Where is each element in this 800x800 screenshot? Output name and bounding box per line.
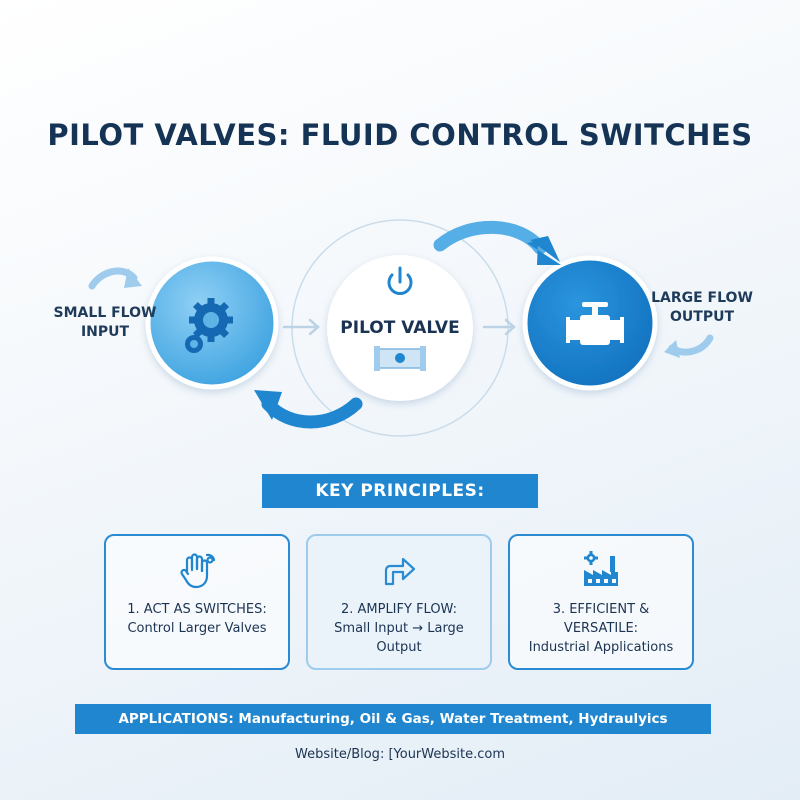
input-label-line1: SMALL FLOW <box>53 305 157 321</box>
principle-card-3-title: 3. EFFICIENT & VERSATILE: <box>552 602 650 636</box>
principle-card-1: 1. ACT AS SWITCHES: Control Larger Valve… <box>104 534 290 670</box>
applications-banner: APPLICATIONS: Manufacturing, Oil & Gas, … <box>75 704 711 734</box>
principle-card-2-desc-cont: Output <box>376 640 422 655</box>
principle-card-2: 2. AMPLIFY FLOW: Small Input → Large Out… <box>306 534 492 670</box>
valve-icon <box>566 302 624 345</box>
input-label-line2: INPUT <box>80 324 130 340</box>
factory-icon <box>584 551 618 586</box>
input-node <box>145 256 279 390</box>
principle-card-3-desc: Industrial Applications <box>528 640 674 655</box>
principle-card-2-title: 2. AMPLIFY FLOW: <box>340 602 458 617</box>
connector-left <box>282 318 320 336</box>
valve-body-icon <box>374 346 426 371</box>
output-node <box>522 255 658 391</box>
output-label-line2: OUTPUT <box>670 309 734 325</box>
arrow-pilot-to-input <box>254 390 363 429</box>
page-title: PILOT VALVES: FLUID CONTROL SWITCHES <box>47 118 753 152</box>
input-label: SMALL FLOW INPUT <box>50 304 160 342</box>
principle-card-1-title: 1. ACT AS SWITCHES: <box>127 602 267 617</box>
output-label: LARGE FLOW OUTPUT <box>642 289 762 327</box>
principle-card-3-text: 3. EFFICIENT & VERSATILE: Industrial App… <box>516 600 686 657</box>
arrow-small-output <box>664 334 714 358</box>
arrow-small-input <box>88 267 142 290</box>
power-icon <box>387 266 413 295</box>
arrow-turn-right-icon <box>384 557 416 586</box>
principle-card-2-desc: Small Input → Large <box>334 621 464 636</box>
pilot-node <box>327 255 473 401</box>
output-label-line1: LARGE FLOW <box>651 290 753 306</box>
principle-card-3: 3. EFFICIENT & VERSATILE: Industrial App… <box>508 534 694 670</box>
connector-right <box>482 318 516 336</box>
principle-card-1-text: 1. ACT AS SWITCHES: Control Larger Valve… <box>112 600 282 638</box>
hand-touch-icon <box>180 553 216 589</box>
arrow-pilot-to-output <box>433 220 561 265</box>
key-principles-heading: KEY PRINCIPLES: <box>262 474 538 508</box>
principle-card-2-text: 2. AMPLIFY FLOW: Small Input → Large Out… <box>314 600 484 657</box>
pilot-valve-label: PILOT VALVE <box>340 318 460 338</box>
website-link[interactable]: Website/Blog: [YourWebsite.com <box>295 747 505 762</box>
principle-card-1-desc: Control Larger Valves <box>127 621 267 636</box>
